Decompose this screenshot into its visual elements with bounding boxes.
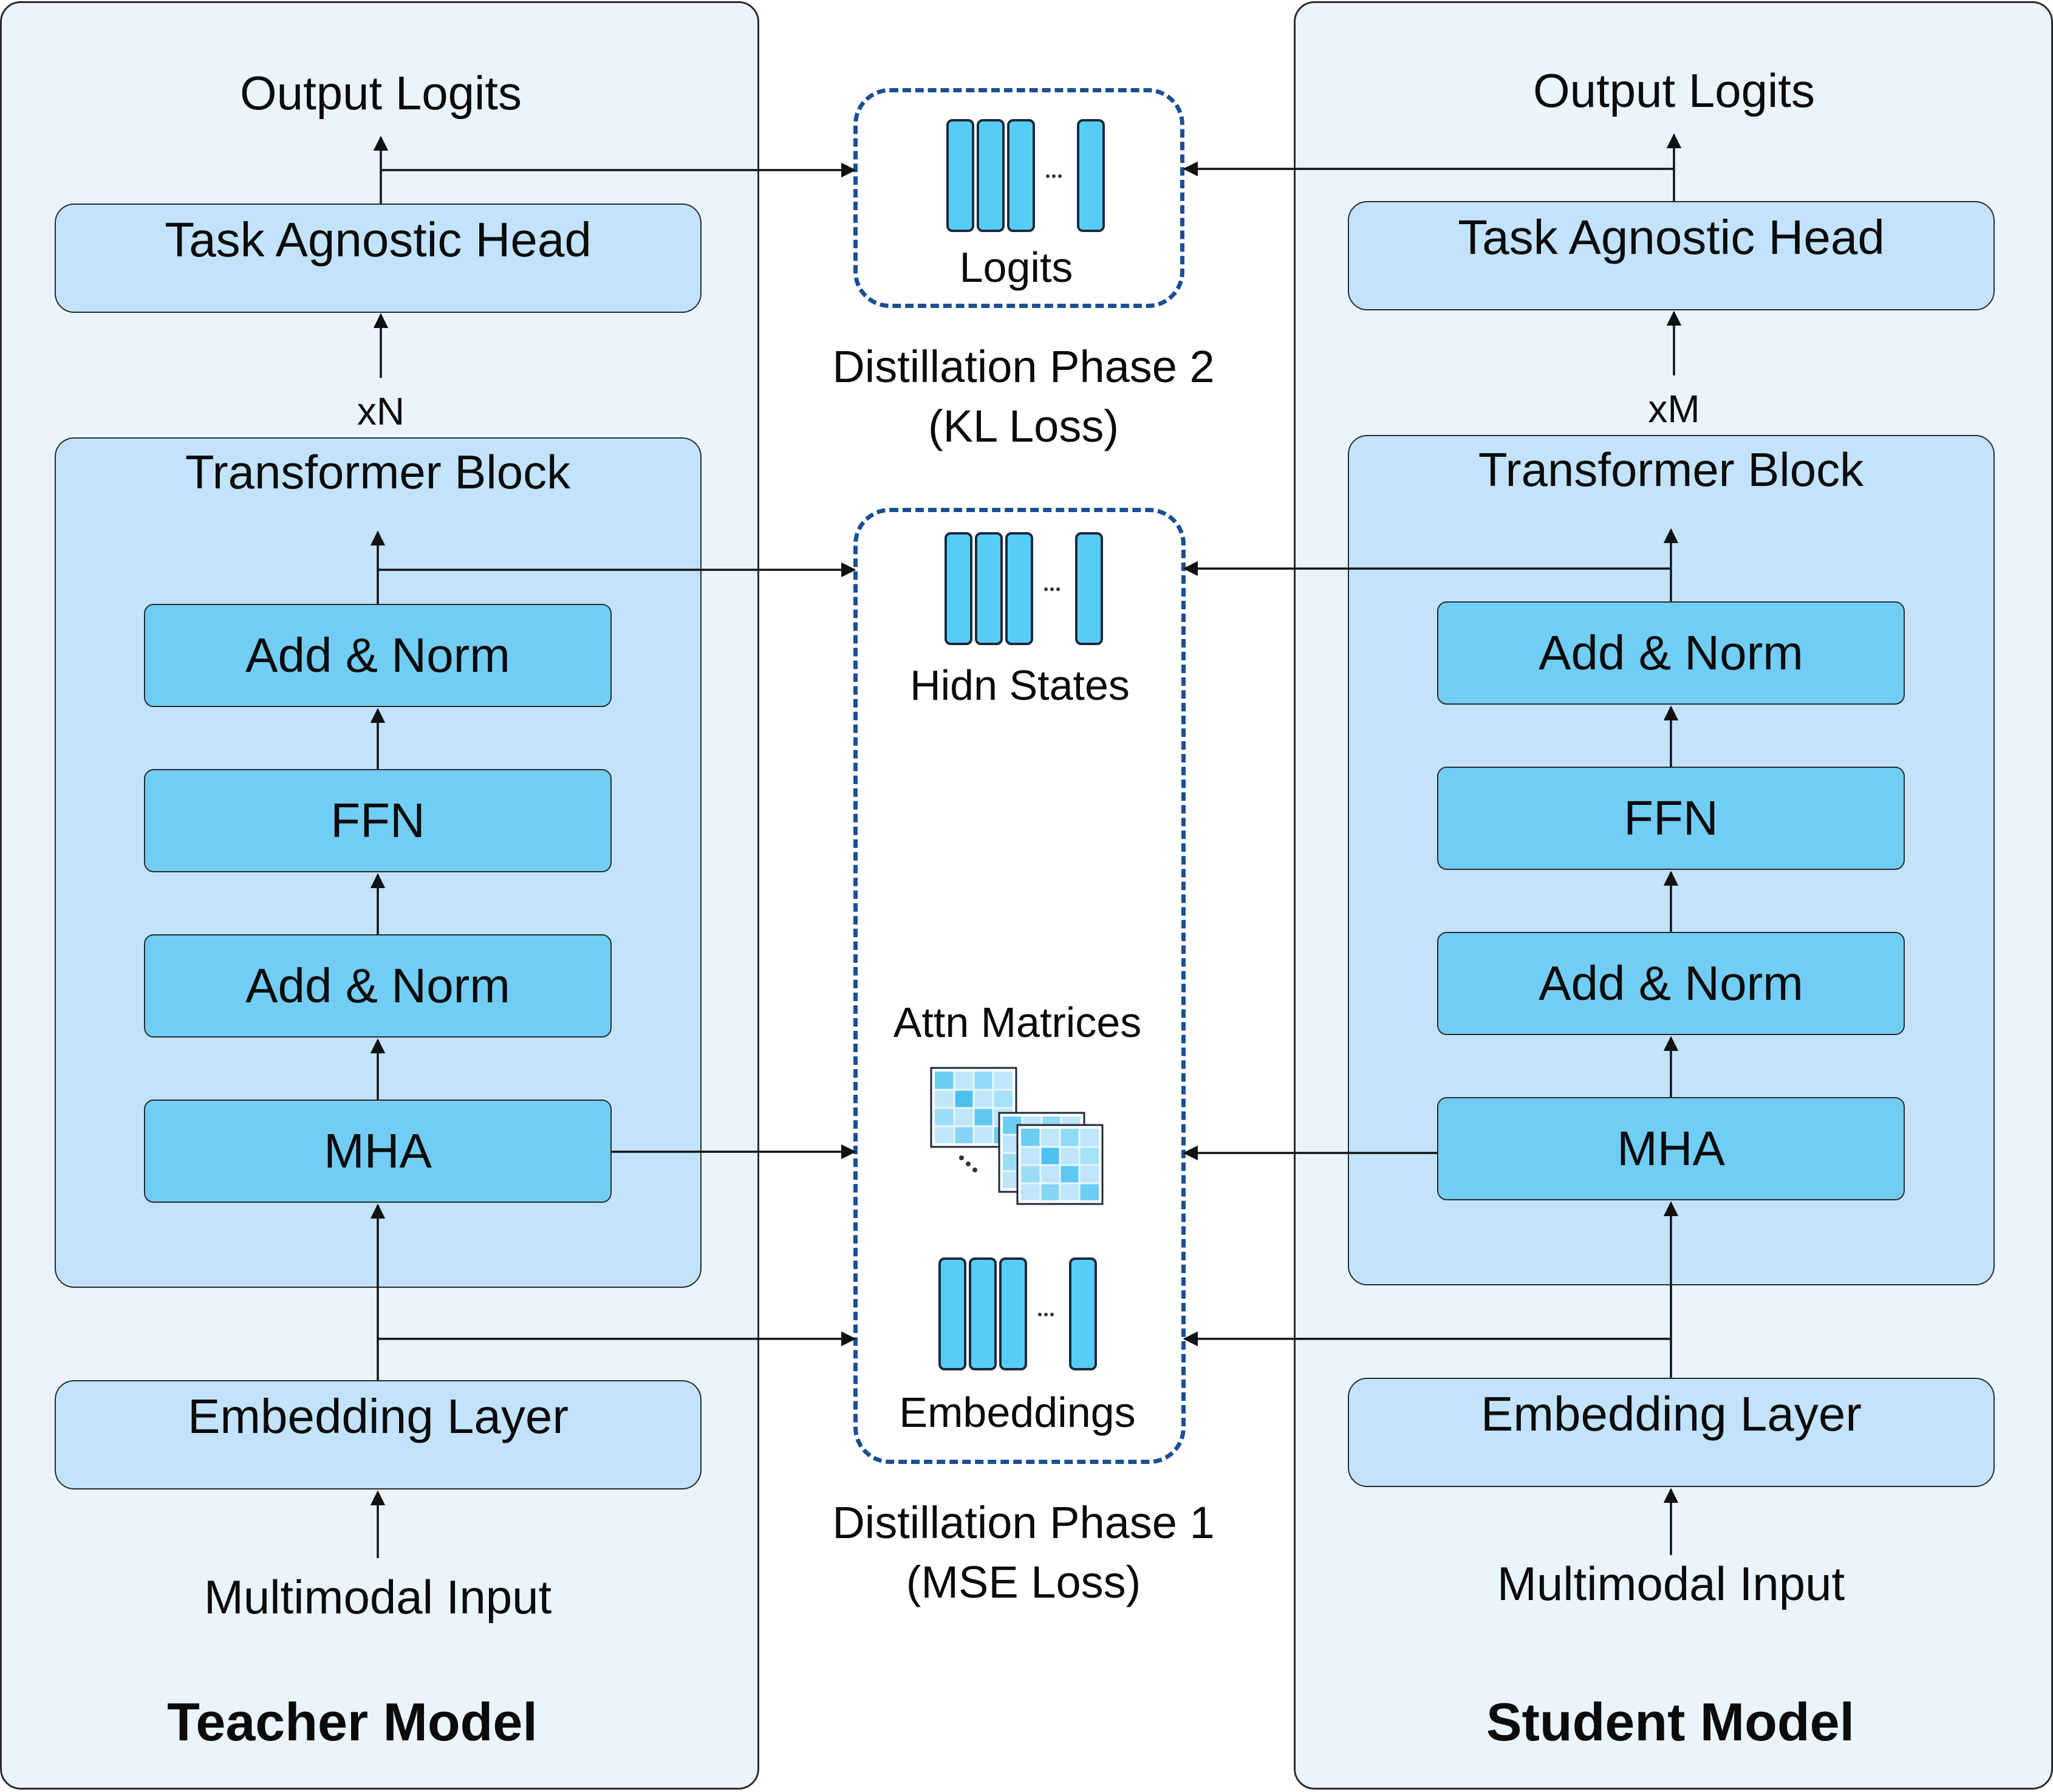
student-ffn: FFN bbox=[1437, 767, 1905, 870]
phase1-title: Distillation Phase 1 bbox=[832, 1497, 1215, 1548]
teacher-model-title: Teacher Model bbox=[167, 1692, 538, 1752]
phase2-caption: Distillation Phase 2 (KL Loss) bbox=[832, 337, 1214, 456]
teacher-block-title: Transformer Block bbox=[185, 445, 571, 499]
student-block-title: Transformer Block bbox=[1478, 443, 1864, 496]
logits-vector-icon bbox=[946, 119, 1105, 232]
teacher-add-norm-bottom: Add & Norm bbox=[144, 934, 612, 1038]
attn-matrices-label: Attn Matrices bbox=[893, 999, 1142, 1046]
teacher-ffn: FFN bbox=[144, 769, 612, 872]
phase1-loss: (MSE Loss) bbox=[906, 1557, 1141, 1607]
teacher-mha: MHA bbox=[144, 1099, 612, 1203]
teacher-repeat-label: xN bbox=[357, 389, 405, 433]
student-repeat-label: xM bbox=[1648, 387, 1700, 431]
student-task-head: Task Agnostic Head bbox=[1348, 201, 1995, 310]
phase2-loss: (KL Loss) bbox=[928, 401, 1119, 451]
student-input-label: Multimodal Input bbox=[1497, 1557, 1845, 1610]
hidden-states-label: Hidn States bbox=[910, 662, 1130, 709]
student-embedding-layer: Embedding Layer bbox=[1348, 1378, 1995, 1487]
teacher-embedding-layer: Embedding Layer bbox=[55, 1380, 702, 1489]
phase2-title: Distillation Phase 2 bbox=[832, 341, 1215, 392]
student-output-logits: Output Logits bbox=[1533, 64, 1815, 117]
teacher-input-label: Multimodal Input bbox=[203, 1570, 552, 1624]
student-model-title: Student Model bbox=[1486, 1692, 1855, 1752]
phase1-caption: Distillation Phase 1 (MSE Loss) bbox=[832, 1493, 1214, 1612]
student-mha: MHA bbox=[1437, 1097, 1905, 1200]
attn-matrices-icon bbox=[930, 1067, 1104, 1205]
embeddings-vector-icon bbox=[938, 1257, 1097, 1370]
teacher-output-logits: Output Logits bbox=[240, 66, 522, 120]
hidden-states-vector-icon bbox=[945, 532, 1103, 645]
phase1-distill-box bbox=[853, 508, 1186, 1464]
embeddings-label: Embeddings bbox=[899, 1389, 1136, 1436]
teacher-add-norm-top: Add & Norm bbox=[144, 604, 612, 707]
student-add-norm-top: Add & Norm bbox=[1437, 601, 1905, 705]
student-add-norm-bottom: Add & Norm bbox=[1437, 932, 1905, 1035]
teacher-task-head: Task Agnostic Head bbox=[55, 203, 702, 313]
logits-label: Logits bbox=[959, 244, 1073, 291]
